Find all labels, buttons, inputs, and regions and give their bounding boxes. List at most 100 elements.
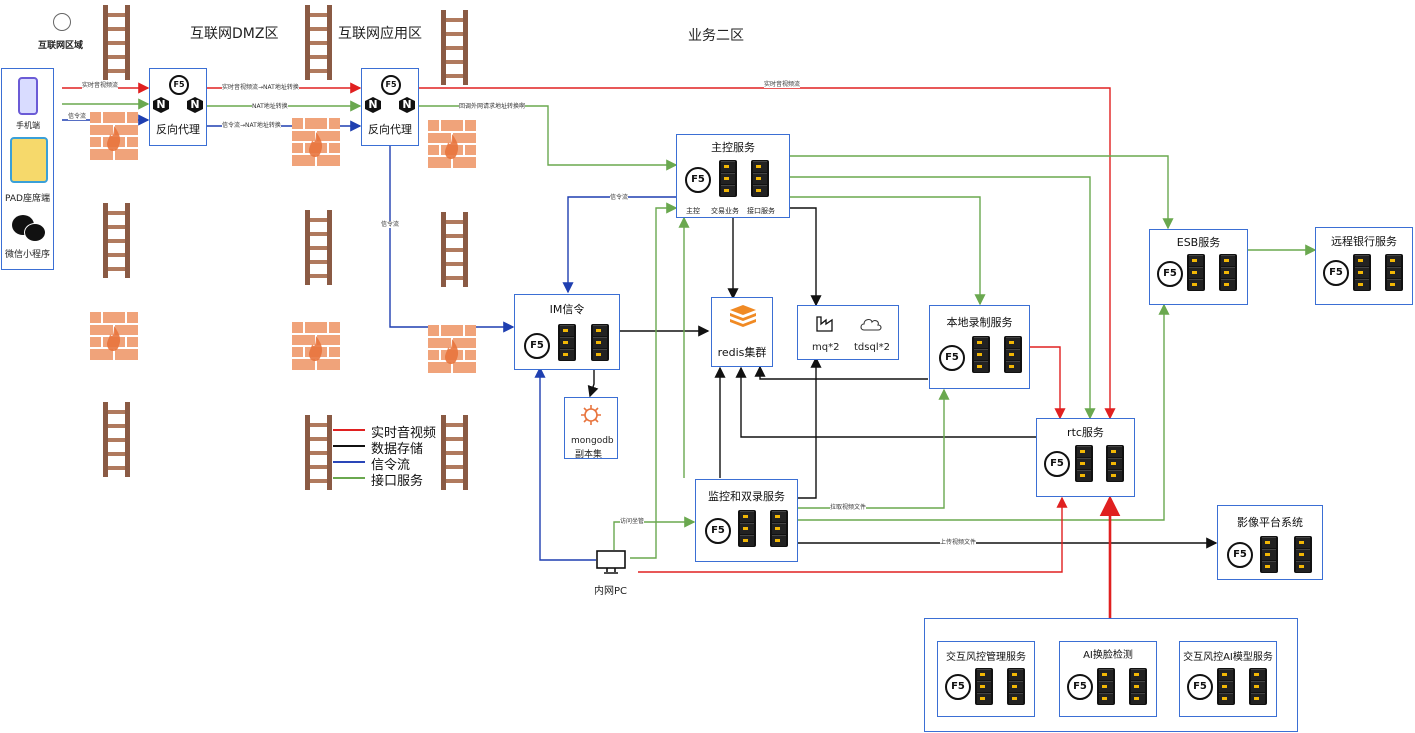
image-title: 影像平台系统 bbox=[1237, 516, 1303, 529]
ai-face-detection-service[interactable]: AI换脸检测 F5 bbox=[1059, 641, 1157, 717]
mq-label: mq*2 bbox=[812, 342, 840, 353]
server-icon bbox=[1385, 254, 1403, 291]
zone-internet: 互联网区域 bbox=[38, 41, 84, 51]
server-icon bbox=[1249, 668, 1267, 705]
flow-label: 回调外网请求地址转换啊 bbox=[459, 103, 526, 110]
im-signaling-service[interactable]: IM信令 F5 bbox=[514, 294, 620, 370]
server-icon bbox=[1187, 254, 1205, 291]
server-icon bbox=[1007, 668, 1025, 705]
esb-service[interactable]: ESB服务 F5 bbox=[1149, 229, 1248, 305]
app-reverse-proxy[interactable]: F5 N N 反向代理 bbox=[361, 68, 419, 146]
risk-ai-model-title: 交互风控AI模型服务 bbox=[1183, 652, 1273, 663]
server-icon bbox=[1260, 536, 1278, 573]
tdsql-label: tdsql*2 bbox=[854, 342, 890, 353]
server-icon bbox=[1217, 668, 1235, 705]
mongodb-sub-label: 副本集 bbox=[575, 450, 603, 460]
f5-icon: F5 bbox=[945, 674, 971, 700]
app-proxy-label: 反向代理 bbox=[368, 123, 412, 136]
zone-biz2: 业务二区 bbox=[688, 28, 744, 44]
f5-icon: F5 bbox=[1044, 451, 1070, 477]
main-sub-label: 接口服务 bbox=[747, 207, 775, 215]
server-icon bbox=[1004, 336, 1022, 373]
flow-label: 信令流 bbox=[610, 194, 629, 201]
legend-label-data: 数据存储 bbox=[371, 442, 424, 457]
flow-label: 上传视频文件 bbox=[940, 539, 977, 546]
nginx-icon: N bbox=[399, 97, 415, 113]
pc-label: 内网PC bbox=[594, 586, 628, 597]
f5-icon: F5 bbox=[1067, 674, 1093, 700]
flow-label: 访问坐管 bbox=[620, 518, 645, 525]
f5-icon: F5 bbox=[705, 518, 731, 544]
monitor-dual-rec-service[interactable]: 监控和双录服务 F5 bbox=[695, 479, 798, 562]
cloud-db-icon bbox=[860, 316, 882, 332]
mq-tdsql-group[interactable]: mq*2 tdsql*2 bbox=[797, 305, 899, 360]
f5-icon: F5 bbox=[685, 167, 711, 193]
globe-icon bbox=[53, 13, 71, 31]
f5-icon: F5 bbox=[169, 75, 189, 95]
main-control-service[interactable]: 主控服务 F5 主控 交易业务 接口服务 bbox=[676, 134, 790, 218]
f5-icon: F5 bbox=[1157, 261, 1183, 287]
main-sub-label: 主控 bbox=[686, 207, 700, 215]
flow-label: NAT地址转换 bbox=[252, 103, 288, 110]
main-control-title: 主控服务 bbox=[711, 141, 755, 154]
phone-icon bbox=[18, 77, 38, 115]
server-icon bbox=[1294, 536, 1312, 573]
server-icon bbox=[751, 160, 769, 197]
factory-icon bbox=[816, 314, 834, 332]
main-sub-label: 交易业务 bbox=[711, 207, 739, 215]
flow-label: 信令流→NAT地址转换 bbox=[222, 122, 281, 129]
redis-cluster[interactable]: redis集群 bbox=[711, 297, 773, 367]
local-recording-service[interactable]: 本地录制服务 F5 bbox=[929, 305, 1030, 389]
im-title: IM信令 bbox=[549, 303, 585, 316]
legend-label-av: 实时音视频 bbox=[371, 426, 437, 441]
remote-bank-service[interactable]: 远程银行服务 F5 bbox=[1315, 227, 1413, 305]
risk-mgmt-service[interactable]: 交互风控管理服务 F5 bbox=[937, 641, 1035, 717]
risk-ai-model-service[interactable]: 交互风控AI模型服务 F5 bbox=[1179, 641, 1277, 717]
dmz-reverse-proxy[interactable]: F5 N N 反向代理 bbox=[149, 68, 207, 146]
rtc-title: rtc服务 bbox=[1067, 426, 1104, 439]
mongodb-label: mongodb bbox=[571, 436, 614, 446]
dmz-proxy-label: 反向代理 bbox=[156, 123, 200, 136]
image-platform-system[interactable]: 影像平台系统 F5 bbox=[1217, 505, 1323, 580]
server-icon bbox=[770, 510, 788, 547]
flow-label: 信令流 bbox=[68, 113, 87, 120]
mongodb-icon bbox=[580, 404, 602, 426]
f5-icon: F5 bbox=[1187, 674, 1213, 700]
server-icon bbox=[1353, 254, 1371, 291]
clients-panel: 手机端 PAD座席端 微信小程序 bbox=[1, 68, 54, 270]
flow-label: 实时音视频流→NAT地址转换 bbox=[222, 84, 299, 91]
nginx-icon: N bbox=[365, 97, 381, 113]
server-icon bbox=[1219, 254, 1237, 291]
mongodb-replica[interactable]: mongodb 副本集 bbox=[564, 397, 618, 460]
server-icon bbox=[1097, 668, 1115, 705]
esb-title: ESB服务 bbox=[1176, 236, 1221, 249]
flow-label: 实时音视频流 bbox=[764, 81, 801, 88]
flow-label: 拉取视频文件 bbox=[830, 504, 867, 511]
server-icon bbox=[1075, 445, 1093, 482]
server-icon bbox=[591, 324, 609, 361]
nginx-icon: N bbox=[187, 97, 203, 113]
server-icon bbox=[558, 324, 576, 361]
client-phone-label: 手机端 bbox=[16, 121, 40, 130]
redis-title: redis集群 bbox=[717, 346, 767, 359]
server-icon bbox=[1129, 668, 1147, 705]
zone-dmz: 互联网DMZ区 bbox=[190, 26, 279, 42]
nginx-icon: N bbox=[153, 97, 169, 113]
f5-icon: F5 bbox=[939, 345, 965, 371]
client-pad-label: PAD座席端 bbox=[5, 194, 50, 204]
redis-icon bbox=[728, 304, 758, 328]
ai-face-title: AI换脸检测 bbox=[1083, 650, 1133, 661]
server-icon bbox=[738, 510, 756, 547]
server-icon bbox=[719, 160, 737, 197]
remote-bank-title: 远程银行服务 bbox=[1331, 235, 1397, 248]
rtc-service[interactable]: rtc服务 F5 bbox=[1036, 418, 1135, 497]
legend-label-signal: 信令流 bbox=[371, 458, 411, 473]
monitor-title: 监控和双录服务 bbox=[708, 490, 785, 503]
zone-app: 互联网应用区 bbox=[338, 26, 422, 42]
f5-icon: F5 bbox=[1323, 260, 1349, 286]
f5-icon: F5 bbox=[524, 333, 550, 359]
server-icon bbox=[975, 668, 993, 705]
local-rec-title: 本地录制服务 bbox=[946, 316, 1013, 329]
f5-icon: F5 bbox=[1227, 542, 1253, 568]
legend-label-api: 接口服务 bbox=[371, 474, 424, 489]
